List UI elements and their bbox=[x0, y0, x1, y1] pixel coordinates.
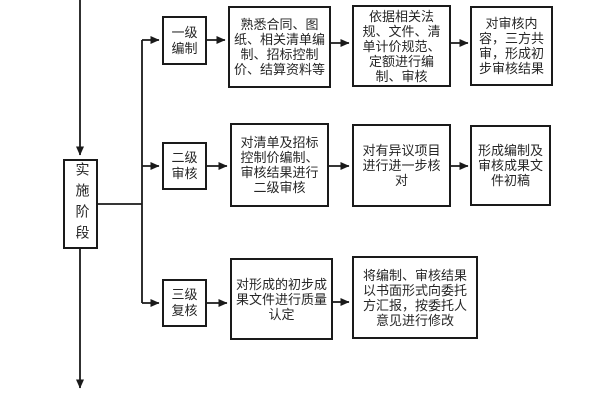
step-box-r3-s2: 将编制、审核结果以书面形式向委托方汇报，按委托人意见进行修改 bbox=[352, 256, 478, 339]
branch-bracket bbox=[97, 36, 160, 307]
step-box-r1-s2: 依据相关法规、文件、清单计价规范、定额进行编制、审核 bbox=[352, 5, 451, 87]
step-box-r1-s1: 熟悉合同、图纸、相关清单编制、招标控制价、结算资料等 bbox=[228, 6, 331, 88]
step-box-r2-s3: 形成编制及审核成果文件初稿 bbox=[470, 125, 551, 206]
level-box-third: 三级复核 bbox=[162, 279, 207, 327]
step-box-r2-s1: 对清单及招标控制价编制、审核结果进行二级审核 bbox=[230, 123, 329, 207]
step-box-r1-s3: 对审核内容，三方共审，形成初步审核结果 bbox=[470, 6, 553, 86]
row1-arrows bbox=[207, 36, 469, 47]
stage-label: 实施阶段 bbox=[73, 162, 89, 246]
step-box-r2-s2: 对有异议项目进行进一步核对 bbox=[352, 124, 451, 207]
stage-box: 实施阶段 bbox=[63, 159, 98, 249]
level-box-first: 一级编制 bbox=[162, 16, 207, 65]
row3-arrows bbox=[207, 298, 350, 307]
level-box-second: 二级审核 bbox=[162, 142, 207, 190]
step-box-r3-s1: 对形成的初步成果文件进行质量认定 bbox=[230, 258, 333, 340]
